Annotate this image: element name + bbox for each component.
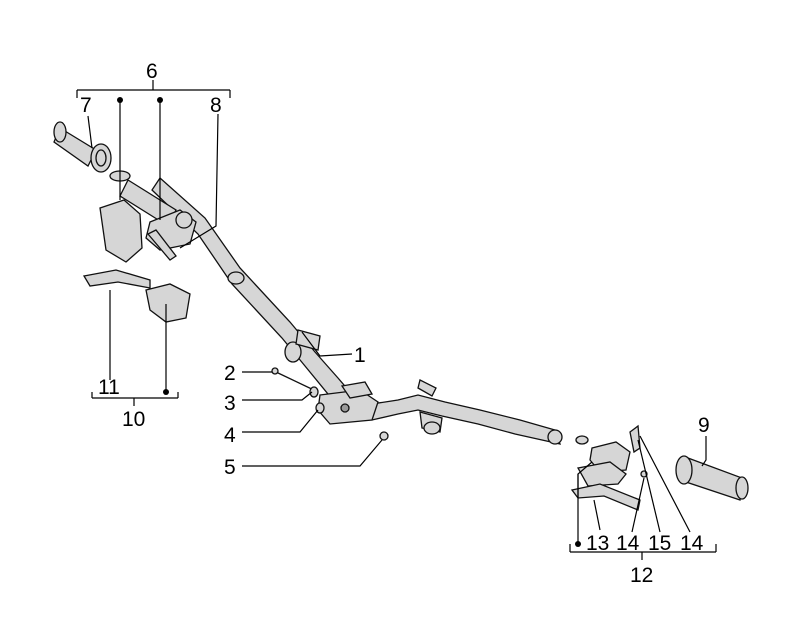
center-clamp-bracket [317,381,379,425]
callout-6: 6 [146,60,158,83]
throttle-control [145,209,197,261]
callout-3: 3 [224,392,236,415]
leader-6 [76,80,231,98]
callout-5: 5 [224,456,236,479]
callout-11: 11 [98,376,120,399]
callout-7: 7 [80,94,92,117]
left-grip [53,121,112,173]
leader-3 [242,391,313,401]
leader-15 [637,439,661,533]
leader-9 [701,436,707,467]
callout-13: 13 [586,532,609,555]
leader-throttle-tube [157,97,163,220]
right-brake-lever [570,483,641,511]
left-brake-lever [82,269,151,289]
screw [379,431,389,441]
callout-15: 15 [648,532,671,555]
right-grip [675,455,749,501]
leader-5 [242,439,383,467]
leader-13 [575,461,601,547]
right-control-block [575,424,648,487]
callout-14a: 14 [616,532,640,555]
leader-12 [569,544,717,560]
leader-14a [631,477,645,533]
callout-2: 2 [224,362,236,385]
callout-12: 12 [630,564,653,587]
callout-9: 9 [698,414,710,437]
leader-14b [639,435,691,533]
cable-connector [417,379,437,397]
callout-8: 8 [210,94,222,117]
leader-7 [87,115,93,149]
leader-1 [301,331,353,357]
leader-4 [242,409,319,433]
callout-14b: 14 [680,532,704,555]
callout-10: 10 [122,408,145,431]
left-brake-master [145,283,191,323]
handlebar-tube [151,177,563,445]
leader-8 [179,113,219,249]
left-switch-housing [99,199,143,263]
callout-1: 1 [354,344,366,367]
washer [309,386,319,398]
callout-4: 4 [224,424,236,447]
leader-left-housing [117,97,123,200]
leader-10-11 [91,290,179,406]
